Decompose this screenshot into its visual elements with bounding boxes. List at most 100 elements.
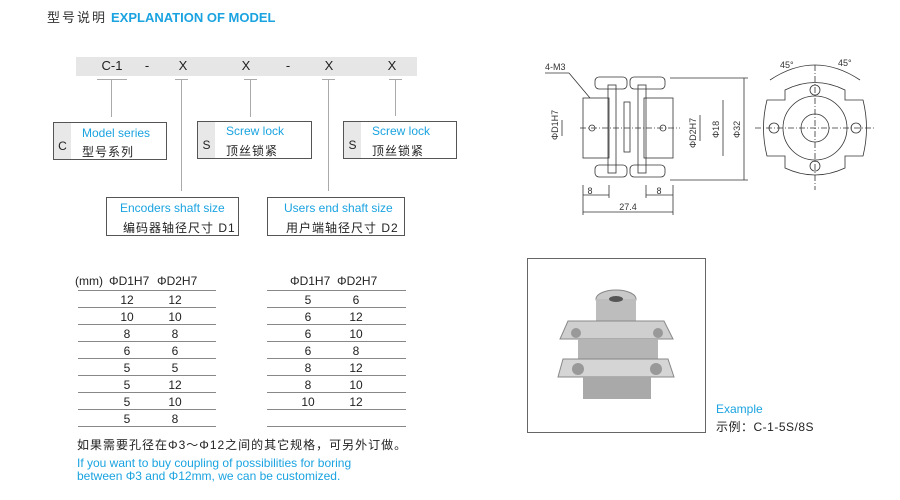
cell-d1: 5	[123, 361, 131, 375]
technical-drawing: 4-M3 8 8 27.4 ΦD1H7 ΦD2H7 Φ18 Φ32 45° 45…	[545, 58, 875, 215]
cell-d1: 10	[301, 395, 315, 409]
box-label-en: Encoders shaft size	[120, 201, 225, 215]
example-value: 示例：C-1-5S/8S	[716, 420, 815, 434]
user-shaft-box: Users end shaft size 用户端轴径尺寸 D2	[267, 197, 405, 236]
code-dash: -	[285, 58, 291, 73]
custom-note-en-1: If you want to buy coupling of possibili…	[77, 456, 352, 470]
cell-d2: 8	[171, 327, 179, 341]
box-label-cn: 顶丝锁紧	[372, 144, 425, 158]
table-row: 8 12	[267, 359, 406, 376]
box-key: S	[344, 122, 361, 158]
code-lock2: X	[387, 58, 397, 73]
table-row: 12 12	[78, 291, 216, 308]
model-series-box: C Model series 型号系列	[53, 122, 167, 160]
box-label-cn: 型号系列	[82, 145, 135, 159]
cell-d2: 8	[171, 412, 179, 426]
example-label: Example	[716, 402, 763, 416]
table-row: 5 10	[78, 393, 216, 410]
encoder-shaft-box: Encoders shaft size 编码器轴径尺寸 D1	[106, 197, 239, 236]
cell-d2: 10	[349, 327, 363, 341]
cell-d1: 12	[120, 293, 134, 307]
dim-total: 27.4	[619, 202, 637, 212]
box-label-en: Screw lock	[372, 124, 431, 138]
cell-d2: 6	[171, 344, 179, 358]
screw-lock-box-2: S Screw lock 顶丝锁紧	[343, 121, 457, 159]
table-row: 10 10	[78, 308, 216, 325]
screw-lock-box: S Screw lock 顶丝锁紧	[197, 121, 312, 159]
box-label-en: Screw lock	[226, 124, 285, 138]
col-header-d1: ΦD1H7	[290, 274, 331, 288]
table-row: 8 10	[267, 376, 406, 393]
box-key: C	[54, 123, 71, 159]
cell-d2: 10	[168, 310, 182, 324]
col-header-d2: ΦD2H7	[157, 274, 198, 288]
col-header-d2: ΦD2H7	[337, 274, 378, 288]
dim-d2: ΦD2H7	[688, 118, 698, 148]
table-row	[267, 410, 406, 427]
table-row: 10 12	[267, 393, 406, 410]
cell-d2: 12	[349, 361, 363, 375]
model-code-bar	[76, 57, 417, 76]
cell-d1: 6	[304, 327, 312, 341]
box-key: S	[198, 122, 215, 158]
code-series: C-1	[101, 58, 123, 73]
cell-d1: 5	[123, 395, 131, 409]
cell-d1: 10	[120, 310, 134, 324]
dim-d18: Φ18	[711, 121, 721, 138]
code-d2: X	[324, 58, 334, 73]
screw-label: 4-M3	[545, 62, 566, 72]
cell-d1: 5	[123, 412, 131, 426]
table-rule	[267, 290, 406, 291]
box-label-cn: 编码器轴径尺寸 D1	[123, 221, 236, 235]
cell-d2: 10	[349, 378, 363, 392]
coupling-image	[557, 289, 675, 399]
cell-d2: 8	[352, 344, 360, 358]
title-en: EXPLANATION OF MODEL	[111, 10, 276, 25]
cell-d2: 12	[349, 395, 363, 409]
dim-d32: Φ32	[732, 121, 742, 138]
product-photo	[527, 258, 706, 433]
custom-note-cn: 如果需要孔径在Φ3～Φ12之间的其它规格，可另外订做。	[77, 438, 408, 452]
title-cn: 型号说明	[47, 10, 108, 25]
code-d1: X	[178, 58, 188, 73]
unit-label: (mm)	[75, 274, 103, 288]
angle-1: 45°	[780, 60, 794, 70]
box-label-cn: 用户端轴径尺寸 D2	[286, 221, 399, 235]
cell-d1: 8	[123, 327, 131, 341]
col-header-d1: ΦD1H7	[109, 274, 150, 288]
side-view	[545, 72, 748, 215]
box-label-cn: 顶丝锁紧	[226, 144, 279, 158]
dim-l2: 8	[656, 186, 661, 196]
table-rule	[78, 290, 216, 291]
cell-d1: 8	[304, 361, 312, 375]
cell-d1: 6	[304, 344, 312, 358]
cell-d1: 5	[304, 293, 312, 307]
box-label-en: Users end shaft size	[284, 201, 393, 215]
cell-d1: 6	[123, 344, 131, 358]
cell-d2: 10	[168, 395, 182, 409]
dim-l1: 8	[587, 186, 592, 196]
code-lock1: X	[241, 58, 251, 73]
cell-d2: 6	[352, 293, 360, 307]
table-row: 6 10	[267, 325, 406, 342]
cell-d2: 5	[171, 361, 179, 375]
box-label-en: Model series	[82, 126, 151, 140]
cell-d2: 12	[349, 310, 363, 324]
angle-2: 45°	[838, 58, 852, 68]
cell-d1: 5	[123, 378, 131, 392]
front-view	[755, 64, 875, 190]
cell-d1: 8	[304, 378, 312, 392]
dim-d1: ΦD1H7	[550, 110, 560, 140]
code-dash: -	[144, 58, 150, 73]
custom-note-en-2: between Φ3 and Φ12mm, we can be customiz…	[77, 469, 341, 483]
cell-d2: 12	[168, 293, 182, 307]
